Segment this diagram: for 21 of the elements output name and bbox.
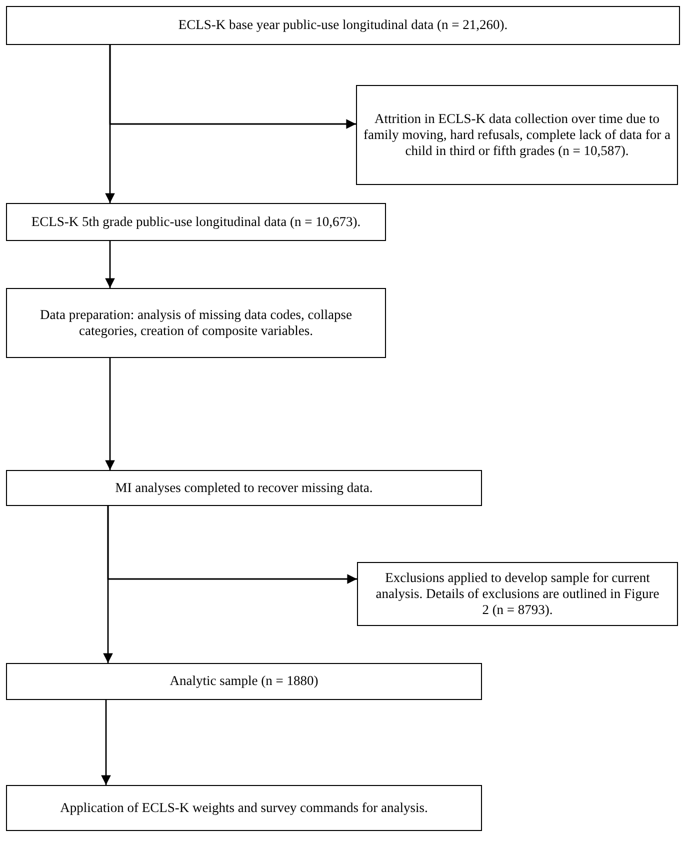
arrow <box>101 700 111 785</box>
box-text: Data preparation: analysis of missing data codes, collapse categories, creation of composite variables. <box>39 306 353 340</box>
process-box <box>6 470 482 506</box>
arrow <box>109 45 356 129</box>
box-text: Attrition in ECLS-K data collection over time due to family moving, hard refusals, complete lack of data for a child in third or fifth grades (n = 10,587). <box>362 110 672 160</box>
process-box <box>357 562 678 626</box>
box-text: ECLS-K base year public-use longitudinal data (n = 21,260). <box>178 17 508 34</box>
process-box <box>6 6 680 45</box>
box-text: ECLS-K 5th grade public-use longitudinal data (n = 10,673). <box>31 214 361 230</box>
process-box <box>6 663 482 700</box>
box-text: MI analyses completed to recover missing data. <box>115 480 373 496</box>
process-box <box>6 785 482 831</box>
process-box <box>6 288 386 358</box>
process-box <box>6 203 386 241</box>
box-text: Analytic sample (n = 1880) <box>170 673 318 690</box>
arrow <box>107 506 357 584</box>
arrow <box>105 358 115 470</box>
process-box <box>356 85 678 185</box>
box-text: Exclusions applied to develop sample for current analysis. Details of exclusions are outlined in Figure 2 (n = 8793). <box>374 570 660 618</box>
arrow <box>105 241 115 288</box>
box-text: Application of ECLS-K weights and survey commands for analysis. <box>60 800 428 816</box>
